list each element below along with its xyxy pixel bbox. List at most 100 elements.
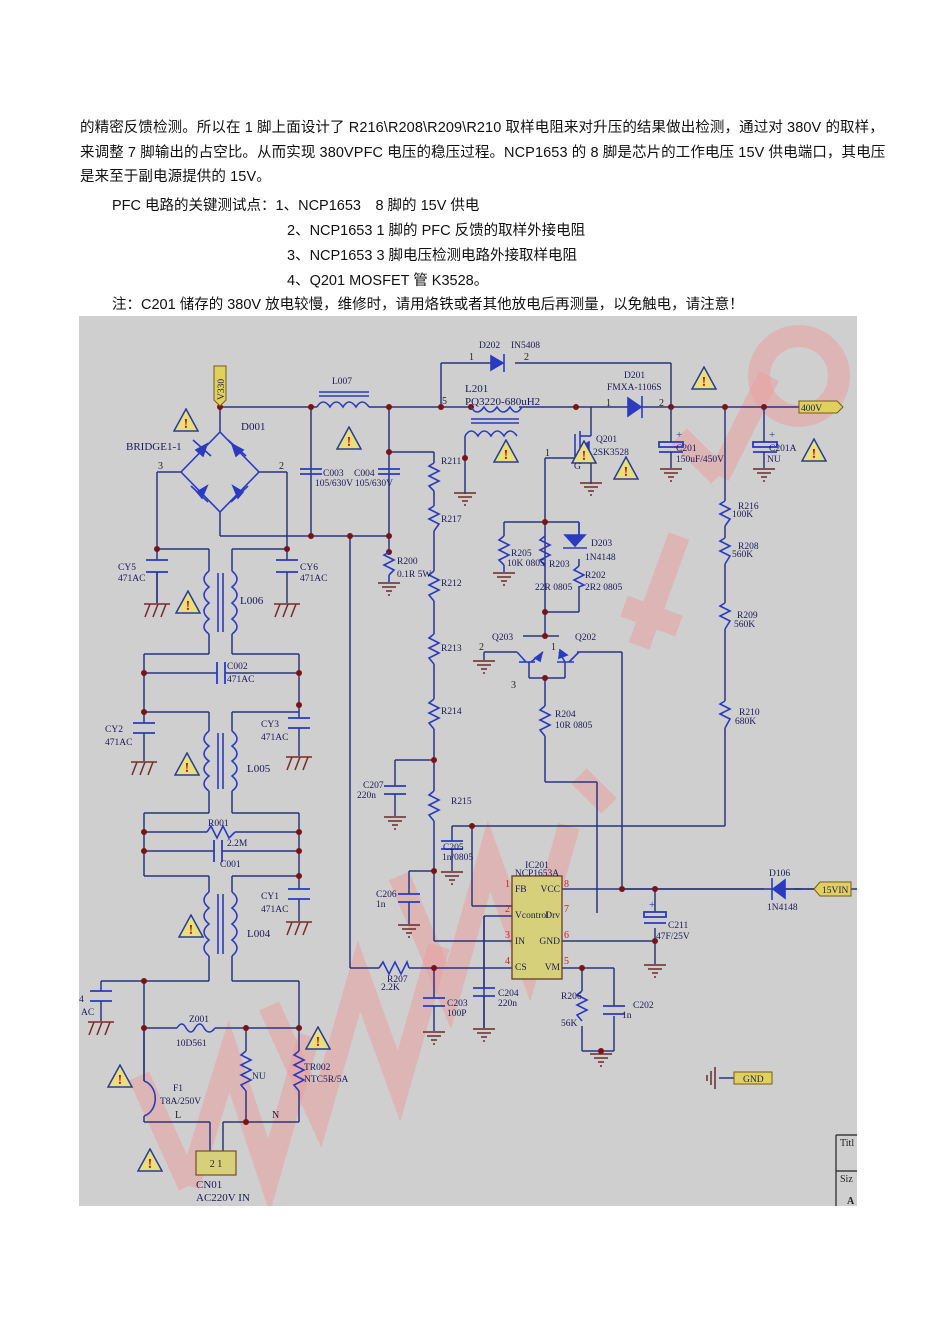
svg-text:V330: V330 xyxy=(217,379,227,400)
svg-text:L: L xyxy=(175,1110,181,1121)
svg-text:L004: L004 xyxy=(247,928,271,940)
svg-text:1: 1 xyxy=(469,352,474,363)
svg-text:C001: C001 xyxy=(220,860,241,870)
test-point-2: 2、NCP1653 1 脚的 PFC 反馈的取样外接电阻 xyxy=(287,223,586,239)
svg-text:C211: C211 xyxy=(668,921,688,931)
svg-text:C002: C002 xyxy=(227,662,248,672)
svg-text:L007: L007 xyxy=(332,377,352,387)
warning-icon xyxy=(336,426,362,450)
ic-pin-7: 7 xyxy=(564,904,569,915)
ic-pin-2: 2 xyxy=(505,904,510,915)
svg-text:2: 2 xyxy=(279,461,284,472)
svg-text:Q203: Q203 xyxy=(492,633,513,643)
svg-text:56K: 56K xyxy=(561,1019,578,1029)
svg-text:220n: 220n xyxy=(357,791,376,801)
ic-pin-3: 3 xyxy=(505,930,510,941)
svg-text:IN5408: IN5408 xyxy=(511,341,540,351)
svg-text:L005: L005 xyxy=(247,763,271,775)
svg-text:Q201: Q201 xyxy=(596,435,617,445)
svg-text:0.1R 5W: 0.1R 5W xyxy=(397,570,431,580)
svg-text:AC220V IN: AC220V IN xyxy=(196,1192,250,1204)
svg-text:560K: 560K xyxy=(734,620,755,630)
watermark xyxy=(128,325,850,1206)
svg-text:R207: R207 xyxy=(387,975,408,985)
warning-icon xyxy=(691,366,717,390)
ic-pin-drv: Drv xyxy=(545,911,560,921)
svg-text:AC: AC xyxy=(81,1008,94,1018)
warning-icon xyxy=(107,1064,133,1088)
svg-text:CY5: CY5 xyxy=(118,563,136,573)
svg-text:2: 2 xyxy=(524,352,529,363)
warning-icon xyxy=(174,752,200,776)
net-label-v330: V330 xyxy=(213,365,227,407)
ic-pin-4: 4 xyxy=(505,956,510,967)
svg-text:105/630V: 105/630V xyxy=(315,479,353,489)
svg-text:N: N xyxy=(272,1110,279,1121)
svg-text:R212: R212 xyxy=(441,579,462,589)
svg-text:D202: D202 xyxy=(479,341,500,351)
svg-text:+: + xyxy=(649,899,655,911)
warning-icon xyxy=(137,1148,163,1172)
warning-icons xyxy=(107,366,827,1172)
svg-text:R204: R204 xyxy=(555,710,576,720)
svg-text:10K 0805: 10K 0805 xyxy=(507,559,545,569)
warning-icon xyxy=(178,914,204,938)
ic-pin-5: 5 xyxy=(564,956,569,967)
svg-text:CY2: CY2 xyxy=(105,725,123,735)
net-label-gnd: GND xyxy=(706,1067,773,1089)
svg-text:1: 1 xyxy=(551,642,556,653)
svg-text:R215: R215 xyxy=(451,797,472,807)
fuse-f1 xyxy=(143,1080,157,1117)
svg-text:C003: C003 xyxy=(323,469,344,479)
svg-text:471AC: 471AC xyxy=(227,675,254,685)
svg-text:4: 4 xyxy=(79,995,84,1005)
svg-text:D203: D203 xyxy=(591,539,612,549)
warning-icon xyxy=(175,590,201,614)
svg-text:15VIN: 15VIN xyxy=(822,886,849,896)
label-bridge: BRIDGE1-1 xyxy=(126,441,182,453)
svg-text:TR002: TR002 xyxy=(304,1063,331,1073)
svg-text:C206: C206 xyxy=(376,890,397,900)
svg-text:F1: F1 xyxy=(173,1084,183,1094)
ic-pin-1: 1 xyxy=(505,879,510,890)
svg-text:R209: R209 xyxy=(737,611,758,621)
svg-text:R210: R210 xyxy=(739,708,760,718)
ic-pin-in: IN xyxy=(515,937,525,947)
svg-text:R213: R213 xyxy=(441,644,462,654)
svg-text:C205: C205 xyxy=(443,843,464,853)
svg-text:R001: R001 xyxy=(208,819,229,829)
svg-text:471AC: 471AC xyxy=(261,733,288,743)
ic-pin-vcc: VCC xyxy=(540,885,560,895)
ic-pin-cs: CS xyxy=(515,963,527,973)
safety-note: 注：C201 储存的 380V 放电较慢，维修时，请用烙铁或者其他放电后再测量，… xyxy=(112,297,744,313)
svg-text:PQ3220-680uH2: PQ3220-680uH2 xyxy=(465,396,540,408)
svg-text:10D561: 10D561 xyxy=(176,1039,207,1049)
svg-text:100K: 100K xyxy=(732,510,753,520)
resistors xyxy=(176,462,732,1092)
svg-text:Z001: Z001 xyxy=(189,1015,209,1025)
transistors xyxy=(516,648,580,663)
ic-pin-6: 6 xyxy=(564,930,569,941)
warning-icon xyxy=(801,438,827,462)
svg-text:560K: 560K xyxy=(732,550,753,560)
inductors xyxy=(203,391,523,957)
ic-pin-gnd: GND xyxy=(539,937,560,947)
svg-text:CN01: CN01 xyxy=(196,1179,222,1191)
ic-pin-vm: VM xyxy=(545,963,561,973)
warning-icon xyxy=(613,456,639,480)
svg-text:471AC: 471AC xyxy=(118,574,145,584)
svg-text:CY3: CY3 xyxy=(261,720,279,730)
svg-text:220n: 220n xyxy=(498,999,517,1009)
svg-text:FMXA-1106S: FMXA-1106S xyxy=(607,383,662,393)
svg-text:2: 2 xyxy=(659,398,664,409)
svg-text:R214: R214 xyxy=(441,707,462,717)
svg-text:1N4148: 1N4148 xyxy=(585,553,616,563)
svg-text:2.2M: 2.2M xyxy=(227,839,248,849)
svg-text:400V: 400V xyxy=(801,404,822,414)
bridge-rectifier xyxy=(179,430,261,514)
svg-text:C207: C207 xyxy=(363,781,384,791)
connector-cn01: 2 1 xyxy=(195,1150,237,1176)
svg-text:2 1: 2 1 xyxy=(210,1159,223,1170)
svg-text:R208: R208 xyxy=(738,542,759,552)
svg-text:T8A/250V: T8A/250V xyxy=(160,1097,201,1107)
